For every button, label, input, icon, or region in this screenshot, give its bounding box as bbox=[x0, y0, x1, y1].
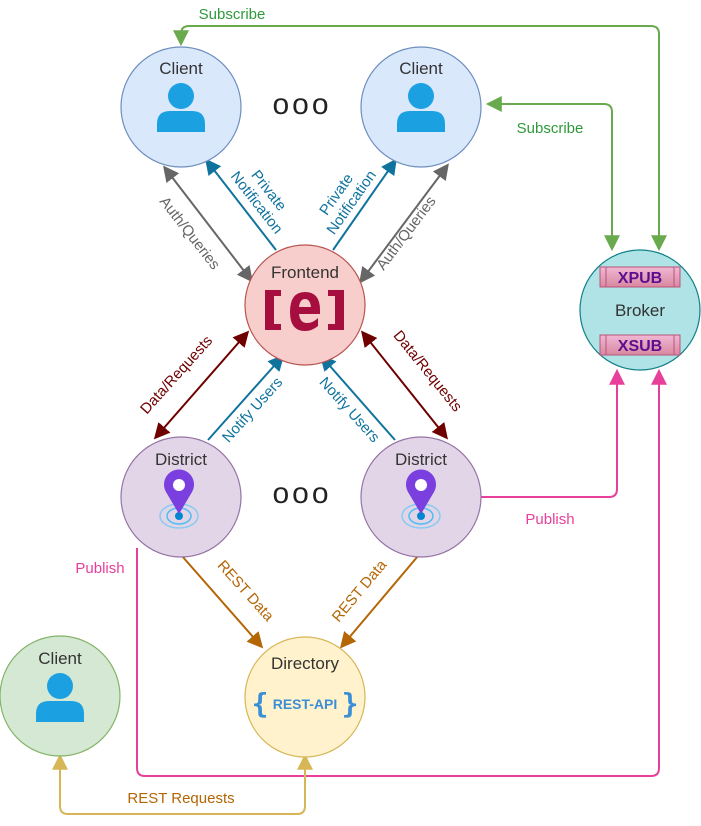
district-node-2: District bbox=[360, 436, 482, 558]
auth-queries-label-right: Auth/Queries bbox=[373, 193, 439, 273]
broker-node: XPUB Broker XSUB bbox=[579, 249, 701, 371]
subscribe-edge-right bbox=[485, 96, 620, 252]
districts-ellipsis: ooo bbox=[272, 477, 331, 510]
publish-edge-left bbox=[136, 368, 667, 777]
location-pin-icon bbox=[401, 469, 441, 529]
district-2-label: District bbox=[395, 450, 447, 469]
broker-label: Broker bbox=[615, 301, 665, 320]
right-brace-icon: } bbox=[342, 687, 359, 720]
publish-label-right: Publish bbox=[525, 511, 574, 528]
directory-node: Directory { REST-API } bbox=[244, 636, 366, 758]
frontend-node: Frontend bbox=[244, 244, 366, 366]
xpub-socket: XPUB bbox=[599, 266, 681, 288]
district-1-label: District bbox=[155, 450, 207, 469]
data-requests-label-left: Data/Requests bbox=[137, 332, 216, 417]
rest-requests-edge bbox=[52, 753, 313, 815]
rest-requests-label: REST Requests bbox=[127, 790, 234, 807]
frontend-label: Frontend bbox=[271, 263, 339, 282]
frontend-circle bbox=[244, 244, 366, 366]
publish-edge-right bbox=[481, 368, 625, 498]
notify-users-edge-right bbox=[319, 354, 396, 441]
client-node-1: Client bbox=[120, 46, 242, 168]
user-icon bbox=[397, 83, 445, 132]
rest-api-icon: { REST-API } bbox=[252, 687, 359, 720]
client-node-2: Client bbox=[360, 46, 482, 168]
directory-circle bbox=[244, 636, 366, 758]
user-icon bbox=[36, 673, 84, 722]
directory-label: Directory bbox=[271, 654, 340, 673]
frontend-logo-icon bbox=[265, 290, 344, 331]
notify-users-label-right: Notify Users bbox=[316, 374, 383, 446]
xpub-label: XPUB bbox=[618, 270, 662, 287]
notify-users-label-left: Notify Users bbox=[219, 374, 286, 446]
clients-ellipsis: ooo bbox=[272, 88, 331, 121]
client-2-label: Client bbox=[399, 59, 443, 78]
location-pin-icon bbox=[159, 469, 199, 529]
private-notification-label-left: Private Notification bbox=[227, 158, 299, 237]
left-brace-icon: { bbox=[252, 687, 269, 720]
rest-data-edge-left bbox=[181, 555, 264, 649]
notify-users-edge-left bbox=[207, 354, 285, 441]
publish-label-left: Publish bbox=[75, 560, 124, 577]
auth-edge-left bbox=[163, 165, 253, 283]
data-requests-label-right: Data/Requests bbox=[390, 327, 466, 415]
xsub-label: XSUB bbox=[618, 338, 662, 355]
user-icon bbox=[157, 83, 205, 132]
auth-edge-right bbox=[359, 163, 449, 284]
client-1-label: Client bbox=[159, 59, 203, 78]
client-node-3: Client bbox=[0, 635, 121, 757]
client-3-label: Client bbox=[38, 649, 82, 668]
xsub-socket: XSUB bbox=[599, 334, 681, 356]
data-requests-edge-right bbox=[361, 330, 448, 440]
subscribe-edge-top bbox=[173, 25, 667, 252]
district-node-1: District bbox=[120, 436, 242, 558]
private-notification-edge-right bbox=[332, 158, 397, 251]
rest-data-label-right: REST Data bbox=[329, 556, 391, 625]
subscribe-label-right: Subscribe bbox=[517, 120, 584, 137]
rest-data-edge-right bbox=[339, 555, 419, 649]
data-requests-edge-left bbox=[153, 330, 250, 440]
subscribe-label-top: Subscribe bbox=[199, 6, 266, 23]
auth-queries-label-left: Auth/Queries bbox=[156, 194, 223, 273]
private-notification-edge-left bbox=[205, 158, 277, 251]
rest-api-badge: REST-API bbox=[273, 696, 338, 712]
rest-data-label-left: REST Data bbox=[214, 557, 278, 625]
